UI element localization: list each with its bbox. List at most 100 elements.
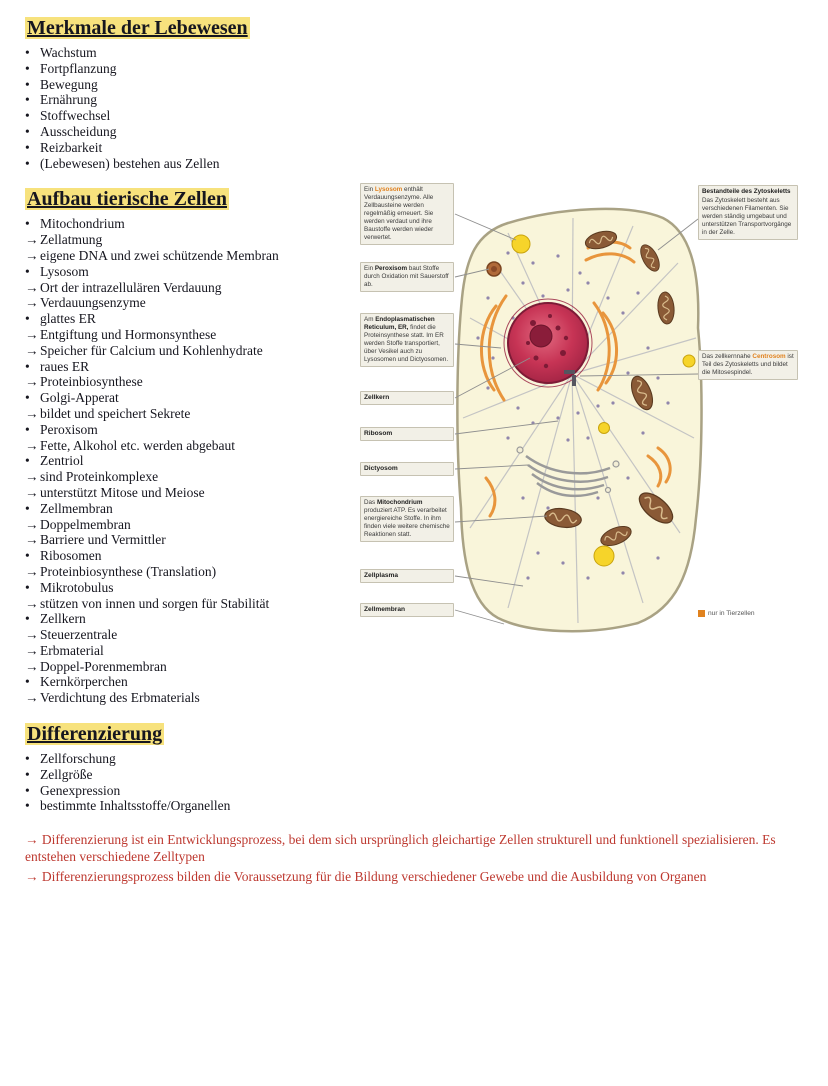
label-term: Centrosom — [752, 353, 786, 360]
item-marker: → — [25, 342, 39, 358]
item-text: glattes ER — [40, 311, 96, 327]
lysosomes — [511, 234, 696, 567]
item-text: Stoffwechsel — [40, 108, 111, 124]
label-text: Ein — [364, 265, 375, 272]
item-marker: • — [25, 500, 30, 516]
label-text: produziert ATP. Es verarbeitet energiere… — [364, 507, 450, 539]
list-item: → Speicher für Calcium und Kohlenhydrate — [25, 343, 807, 359]
item-text: Doppelmembran — [40, 516, 131, 532]
item-text: Genexpression — [40, 782, 121, 798]
item-marker: • — [25, 139, 30, 155]
item-text: Zellatmung — [40, 232, 103, 248]
list-item: • Ausscheidung — [25, 124, 807, 140]
item-marker: → — [25, 563, 39, 579]
list-item: • Golgi-Apperat — [25, 390, 807, 406]
label-term: Lysosom — [374, 186, 403, 193]
item-marker: • — [25, 155, 30, 171]
list-item: • raues ER — [25, 359, 807, 375]
item-text: Proteinbiosynthese — [40, 374, 143, 390]
item-text: Ribosomen — [40, 548, 102, 564]
item-text: Verdauungsenzyme — [40, 295, 146, 311]
section-title-text: Merkmale der Lebewesen — [25, 17, 250, 39]
item-marker: • — [25, 751, 30, 767]
item-text: Ausscheidung — [40, 123, 117, 139]
item-text: eigene DNA und zwei schützende Membran — [40, 247, 279, 263]
label-centrosom: Das zellkernnahe Centrosom ist Teil des … — [698, 350, 798, 381]
label-text: Am — [364, 316, 376, 323]
item-marker: • — [25, 453, 30, 469]
list-item: → bildet und speichert Sekrete — [25, 406, 807, 422]
label-zytoskelett: Bestandteile des Zytoskeletts Das Zytosk… — [698, 185, 798, 241]
item-marker: → — [25, 405, 39, 421]
red-notes: → Differenzierung ist ein Entwicklungspr… — [25, 832, 807, 886]
item-marker: → — [25, 532, 39, 548]
item-text: Zentriol — [40, 453, 84, 469]
item-text: Fortpflanzung — [40, 60, 117, 76]
label-text: Das zellkernnahe — [702, 353, 753, 360]
list-item: → Zellatmung — [25, 232, 807, 248]
list-item: → Doppelmembran — [25, 517, 807, 533]
notes-content: Merkmale der Lebewesen • Wachstum • Fort… — [25, 0, 807, 890]
item-marker: → — [25, 690, 39, 706]
list-item: • Kernkörperchen — [25, 674, 807, 690]
list-item: → unterstützt Mitose und Meiose — [25, 485, 807, 501]
item-marker: → — [25, 295, 39, 311]
list-item: → Proteinbiosynthese — [25, 374, 807, 390]
item-marker: • — [25, 358, 30, 374]
item-marker: → — [25, 247, 39, 263]
section-aufbau: Aufbau tierische Zellen • Mitochondrium … — [25, 187, 807, 706]
cell-diagram: Ein Lysosom enthält Verdauungsenzyme. Al… — [358, 178, 820, 648]
list-item: • Genexpression — [25, 783, 807, 799]
list-item: → Erbmaterial — [25, 643, 807, 659]
item-text: Barriere und Vermittler — [40, 532, 166, 548]
item-text: Zellmembran — [40, 500, 113, 516]
item-text: Wachstum — [40, 45, 97, 60]
item-marker: • — [25, 123, 30, 139]
item-marker: → — [25, 374, 39, 390]
label-text: Ein — [364, 186, 375, 193]
label-title: Bestandteile des Zytoskeletts — [702, 188, 791, 195]
item-text: Speicher für Calcium und Kohlenhydrate — [40, 342, 263, 358]
item-marker: • — [25, 76, 30, 92]
label-zellmembran: Zellmembran — [360, 603, 454, 618]
red-note-paragraph: → Differenzierung ist ein Entwicklungspr… — [25, 832, 776, 864]
label-text: ist Teil des Zytoskeletts und bildet die… — [702, 353, 794, 377]
list-item: • Zellforschung — [25, 751, 807, 767]
item-text: bestimmte Inhaltsstoffe/Organellen — [40, 798, 231, 814]
list-item: → Doppel-Porenmembran — [25, 659, 807, 675]
section-title: Differenzierung — [25, 722, 807, 746]
list-item: → eigene DNA und zwei schützende Membran — [25, 248, 807, 264]
orange-square-icon — [698, 610, 705, 617]
cell-illustration — [454, 207, 703, 633]
item-marker: • — [25, 674, 30, 690]
list-item: → Verdauungsenzyme — [25, 295, 807, 311]
list-item: • Zellmembran — [25, 501, 807, 517]
item-marker: • — [25, 782, 30, 798]
list-item: → Ort der intrazellulären Verdauung — [25, 280, 807, 296]
list-item: • Stoffwechsel — [25, 108, 807, 124]
list-item: • Mikrotobulus — [25, 580, 807, 596]
merkmale-list: • Wachstum • Fortpflanzung • Bewegung — [25, 45, 807, 171]
label-term: Mitochondrium — [376, 499, 423, 506]
item-text: raues ER — [40, 358, 90, 374]
list-item: → stützen von innen und sorgen für Stabi… — [25, 596, 807, 612]
item-marker: • — [25, 390, 30, 406]
item-marker: → — [25, 484, 39, 500]
item-text: Zellforschung — [40, 751, 116, 767]
list-item: • Wachstum — [25, 45, 807, 61]
item-marker: • — [25, 421, 30, 437]
item-marker: • — [25, 311, 30, 327]
aufbau-list: • Mitochondrium → Zellatmung → eigene DN… — [25, 216, 807, 706]
section-title-text: Differenzierung — [25, 723, 165, 746]
item-marker: • — [25, 798, 30, 814]
item-marker: → — [25, 326, 39, 342]
item-text: Bewegung — [40, 76, 98, 92]
label-lysosom: Ein Lysosom enthält Verdauungsenzyme. Al… — [360, 183, 454, 246]
item-marker: → — [25, 232, 39, 248]
list-item: • Peroxisom — [25, 422, 807, 438]
item-marker: • — [25, 60, 30, 76]
list-item: • Ribosomen — [25, 548, 807, 564]
list-item: • Lysosom — [25, 264, 807, 280]
list-item: • Mitochondrium — [25, 216, 807, 232]
